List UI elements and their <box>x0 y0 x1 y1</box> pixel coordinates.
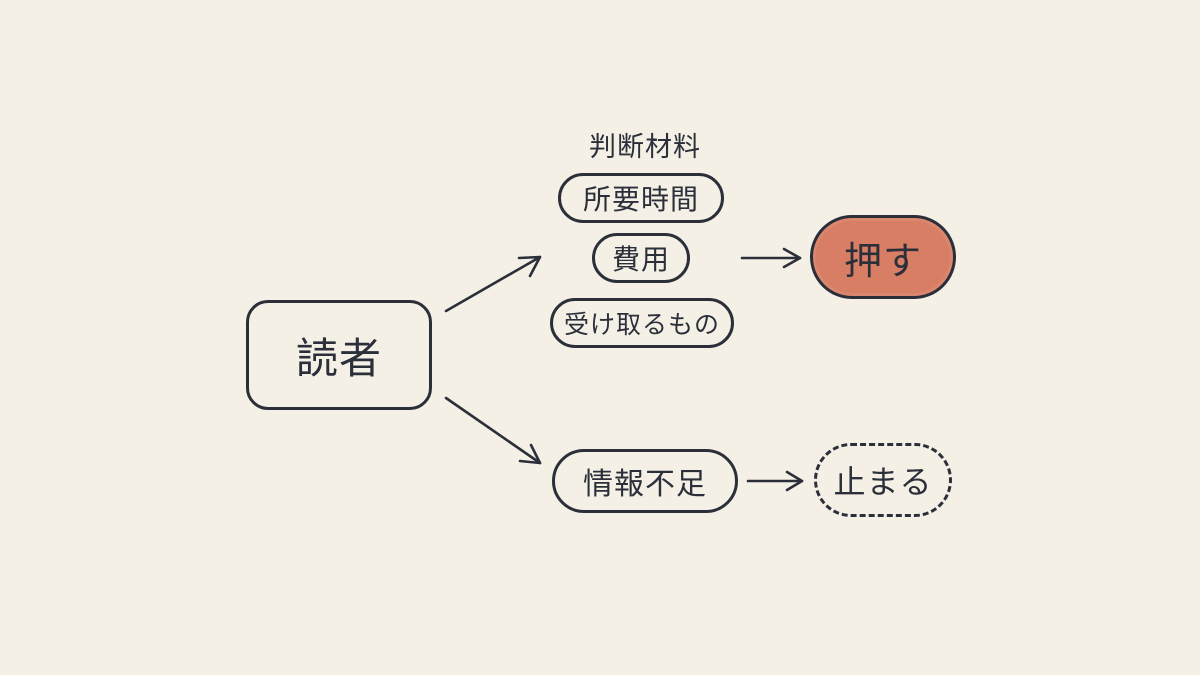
arrow-materials-to-push <box>740 247 802 269</box>
materials-label: 判断材料 <box>589 132 701 163</box>
reader-node: 読者 <box>246 300 432 410</box>
material-receive-node: 受け取るもの <box>550 298 734 348</box>
arrow-reader-to-materials <box>444 255 542 313</box>
info-lack-node: 情報不足 <box>552 449 738 513</box>
stop-node: 止まる <box>814 443 952 517</box>
material-cost-node: 費用 <box>592 233 690 283</box>
arrow-lack-to-stop <box>746 470 804 492</box>
arrow-reader-to-lack <box>444 396 542 465</box>
push-node: 押す <box>810 215 956 299</box>
material-time-node: 所要時間 <box>558 173 724 223</box>
